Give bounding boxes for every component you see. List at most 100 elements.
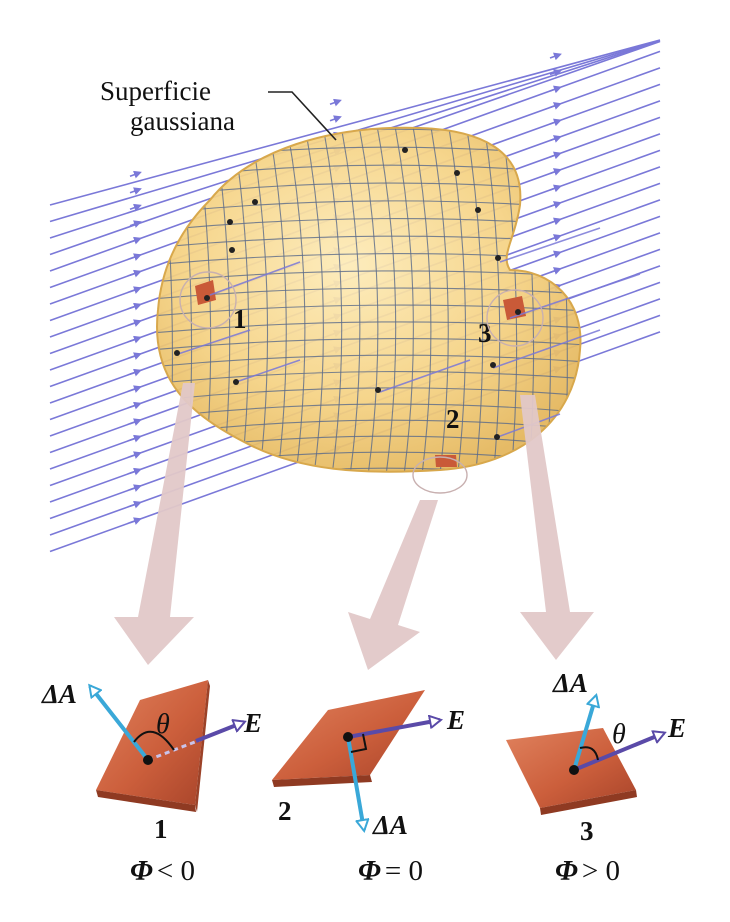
patch-1-angle-label: θ bbox=[156, 709, 170, 740]
field-line-segment bbox=[499, 227, 601, 263]
crossing-dot bbox=[252, 199, 258, 205]
grid-line bbox=[156, 403, 581, 420]
field-line-arrow bbox=[129, 517, 142, 525]
field-line-arrow bbox=[129, 418, 142, 426]
patch-2-area-label: ΔA bbox=[372, 810, 408, 840]
field-line-arrow bbox=[129, 170, 142, 179]
grid-line bbox=[427, 127, 449, 472]
patch-1-number: 1 bbox=[154, 814, 168, 844]
field-line-arrow bbox=[129, 203, 142, 212]
grid-line bbox=[373, 127, 397, 472]
field-line-arrow bbox=[129, 269, 142, 278]
field-line-arrow bbox=[549, 69, 562, 77]
patch-2-area-vector bbox=[346, 736, 364, 830]
crossing-dot bbox=[494, 434, 500, 440]
patch-1-area-vector bbox=[90, 686, 150, 762]
crossing-dot bbox=[515, 309, 521, 315]
field-line-arrow bbox=[129, 368, 142, 377]
field-line-arrow bbox=[129, 335, 142, 344]
gaussian-surface bbox=[156, 126, 582, 473]
patch-1-angle-arc bbox=[133, 730, 175, 751]
patch-3-field-vector bbox=[573, 733, 664, 772]
grid-line bbox=[337, 127, 361, 472]
field-line-arrow bbox=[129, 187, 142, 195]
patch-3-angle-label: θ bbox=[612, 719, 626, 750]
callout-arrows bbox=[114, 383, 594, 670]
field-line-arrow bbox=[129, 484, 142, 492]
field-line-arrow bbox=[549, 135, 562, 143]
field-line-arrow bbox=[549, 234, 562, 242]
crossing-dot bbox=[402, 147, 408, 153]
grid-line bbox=[156, 354, 581, 369]
field-line-arrow bbox=[549, 250, 562, 259]
field-line-arrow bbox=[549, 151, 562, 160]
field-line-arrow bbox=[129, 253, 142, 261]
crossing-dot bbox=[475, 207, 481, 213]
field-line-segment bbox=[177, 329, 251, 355]
field-line bbox=[49, 39, 661, 206]
callout-arrow-1 bbox=[114, 383, 195, 665]
patch-3-field-label: E bbox=[667, 713, 686, 743]
callout-arrow-2 bbox=[348, 500, 438, 670]
crossing-dot bbox=[495, 255, 501, 261]
field-line-arrow bbox=[549, 52, 562, 61]
patch-3-number: 3 bbox=[580, 816, 594, 846]
field-line-arrow bbox=[549, 102, 562, 110]
field-line-segment bbox=[235, 359, 301, 383]
grid-line bbox=[445, 127, 467, 472]
crossing-dot bbox=[233, 379, 239, 385]
field-line-arrow bbox=[129, 236, 142, 245]
field-line-arrow bbox=[129, 385, 142, 393]
region-label-3: 3 bbox=[478, 318, 492, 348]
field-line-arrow bbox=[549, 85, 562, 94]
field-line-arrow bbox=[549, 217, 562, 226]
patch-1-field-vector bbox=[195, 722, 244, 743]
magnifier-circle-2 bbox=[412, 456, 468, 494]
field-line-arrow bbox=[129, 302, 142, 311]
field-line-arrow bbox=[329, 98, 342, 107]
magnifier-circle-3 bbox=[486, 289, 544, 347]
crossing-dot bbox=[229, 247, 235, 253]
field-line-segment bbox=[379, 359, 471, 393]
crossing-dot bbox=[375, 387, 381, 393]
field-line-arrow bbox=[549, 267, 562, 275]
field-crossing-points bbox=[174, 147, 521, 440]
crossing-dot bbox=[174, 350, 180, 356]
grid-line bbox=[156, 321, 581, 335]
patch-1-field-label: E bbox=[243, 708, 262, 738]
patch-3-flux: Φ> 0 bbox=[555, 855, 620, 887]
patch-3-angle-arc bbox=[579, 746, 599, 761]
field-line-arrow bbox=[549, 184, 562, 193]
patch-1-area-label: ΔA bbox=[41, 679, 77, 709]
field-line-arrow bbox=[129, 319, 142, 327]
field-line-arrow bbox=[129, 220, 142, 228]
grid-line bbox=[283, 127, 306, 472]
field-line-arrow bbox=[129, 352, 142, 360]
magnifier-circle-1 bbox=[179, 271, 237, 329]
grid-line bbox=[156, 387, 581, 403]
crossing-dot bbox=[204, 295, 210, 301]
patch-3-area-label: ΔA bbox=[552, 668, 588, 698]
grid-line bbox=[391, 127, 414, 472]
grid-line bbox=[301, 127, 324, 472]
field-line-arrow bbox=[129, 286, 142, 294]
title-leader-line bbox=[268, 91, 337, 141]
patch-1-flux: Φ< 0 bbox=[130, 855, 195, 887]
patch-2-flux: Φ= 0 bbox=[358, 855, 423, 887]
patch-1-plate bbox=[96, 680, 208, 805]
grid-line bbox=[355, 127, 379, 472]
grid-line bbox=[156, 467, 581, 472]
callout-arrow-3 bbox=[520, 395, 594, 660]
patch-2-detail: E ΔA 2 Φ= 0 bbox=[272, 690, 465, 887]
field-line-arrow bbox=[129, 401, 142, 410]
field-line-segment bbox=[492, 329, 601, 369]
grid-line bbox=[463, 127, 484, 472]
grid-line bbox=[409, 127, 432, 472]
patch-2-right-angle bbox=[350, 733, 368, 753]
field-line-arrow bbox=[549, 118, 562, 127]
crossing-dot bbox=[454, 170, 460, 176]
field-line-segment bbox=[209, 261, 301, 296]
patch-3-area-vector bbox=[572, 696, 596, 771]
patch-2-number: 2 bbox=[278, 796, 292, 826]
